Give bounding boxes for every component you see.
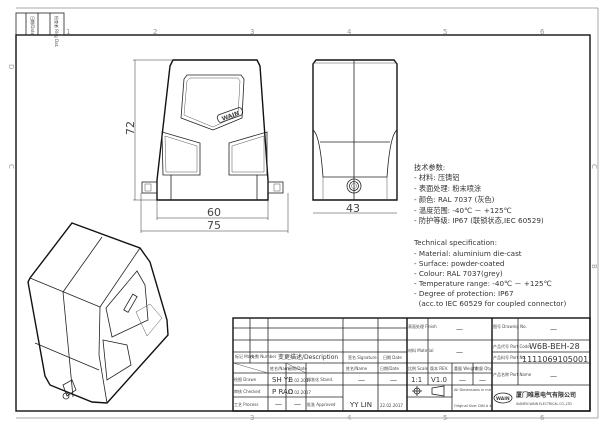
company-logo: WAIN [493,392,513,404]
title-block-drawing-no: 图号 Drawing No. [493,323,527,329]
title-block-finish-val: — [456,325,463,333]
title-block-date-hdr2: 日期/Date [380,365,399,371]
ruler-cols-5: 6 [540,28,545,36]
spec-cn: 技术参数: - 材料: 压铸铝 - 表面处理: 粉末喷涂 - 颜色: RAL 7… [414,163,544,225]
spec-en: Technical specification: - Material: alu… [413,238,566,308]
title-block-part-code: 产品代号 Part Code [493,343,530,349]
revision-stamp: 日期/Date 检查者 Rlsg Dat. [15,12,65,47]
title-block-name-hdr: 姓名/Name [270,365,292,371]
title-block-logo: WAIN [496,396,510,402]
spec-cn-items-1: - 表面处理: 粉末喷涂 [414,184,481,193]
title-block-checked-date: 22.02.2017 [288,390,311,395]
isometric-view [27,222,169,404]
drawn-name: SH YE [272,376,293,384]
ruler-rows-right-1: B [590,264,598,269]
revision-value: V1.0 [431,376,447,384]
title-block-part-no: 产品料号 Part No. [493,354,526,360]
title-block-finish: 表面处理 Finish [408,323,437,329]
title-block-process-date: — [294,400,301,408]
ruler: 1 2 3 4 5 6 3 4 5 6 D C C B [7,28,598,422]
dim-outer-width: 75 [207,219,221,232]
title-block-date-hdr: 日期/Date [288,365,307,371]
title-block-mark: 标记 Mark [235,353,255,359]
title-block-description: 变更描述/Description [278,353,338,361]
ruler-rows-left-1: C [7,164,15,169]
ruler-cols-4: 5 [443,414,447,422]
title-block-process-name: — [275,400,282,408]
title-block-qty-val: — [479,376,486,384]
ruler-rows-right-0: C [590,164,598,169]
spec-en-items-1: - Surface: powder-coated [414,259,504,268]
title-block-drawn-date: 22.02.2017 [288,378,311,383]
title-block-part-name: 产品名称 Part Name [493,371,532,377]
spec-cn-items-3: - 温度范围: -40℃ － +125℃ [414,206,512,215]
title-block-date: 日期 Date [383,354,402,360]
title-block: 标记 Mark 处数 Number 变更描述/Description 签名 Si… [232,317,591,412]
spec-en-items-5: (acc.to IEC 60529 for coupled connector) [414,299,566,308]
ruler-cols-3: 4 [347,28,352,36]
title-block-name-hdr2: 姓名/Name [346,365,368,371]
title-block-drawn: 绘图 Drawn [234,376,257,382]
spec-en-items-2: - Colour: RAL 7037(grey) [414,269,503,278]
front-view: WAIN 72 60 75 [124,59,289,233]
ruler-cols-3: 4 [347,414,352,422]
part-number-value: 1111069105001 [522,355,588,364]
title-block-stand-name: — [358,376,365,384]
spec-en-items-0: - Material: aluminium die-cast [414,249,522,258]
projection-symbol-icon [412,385,445,397]
scale-value: 1:1 [411,376,422,384]
ruler-cols-2: 3 [250,414,254,422]
dim-depth: 43 [346,202,360,215]
approved-name: YY LIN [349,401,372,409]
title-block-qty: 数量 Qty. [475,365,492,371]
title-block-approved-date: 22.02.2017 [380,403,403,408]
part-code-value: W6B-BEH-28 [529,342,580,351]
dim-height: 72 [124,121,137,135]
title-block-weight: 重量 Weight [454,365,478,371]
title-block-approved: 批准 Approved [307,401,336,407]
stamp-reg: 检查者 Rlsg Dat. [54,16,60,47]
side-view: 43 [312,59,398,215]
title-block-checked: 审核 Checked [234,388,261,394]
title-block-material-val: — [456,348,463,356]
spec-en-items-4: - Degree of protection: IP67 [414,289,514,298]
title-block-rev: 版本 REV. [430,365,448,371]
title-block-part-name-val: — [550,372,557,380]
ruler-cols-1: 2 [153,28,157,36]
spec-cn-items-2: - 颜色: RAL 7037 (灰色) [414,195,495,204]
title-block-scale: 比例 Scale [408,365,429,371]
ruler-cols-5: 6 [540,414,545,422]
title-block-material: 材料 Material [408,347,434,353]
title-block-stand: 标准化 Stand. [307,376,333,382]
ruler-cols-0: 1 [66,28,70,36]
checked-name: P RAO [272,388,294,396]
spec-en-items-3: - Temperature range: -40℃ － +125℃ [414,279,552,288]
spec-en-title: Technical specification: [413,238,497,247]
title-block-drawing-no-val: — [550,325,557,333]
title-block-dims-note: All Dimensions in mm [454,388,493,392]
title-block-stand-date: — [390,376,397,384]
title-block-process: 工艺 Process [234,402,258,407]
spec-cn-items-0: - 材料: 压铸铝 [414,173,460,182]
ruler-rows-left-0: D [7,64,15,69]
company-name-cn: 厦门唯恩电气有限公司 [516,391,576,399]
company-name-en: XIAMEN WAIN ELECTRICAL CO.,LTD [516,402,572,406]
title-block-weight-val: — [459,376,466,384]
title-block-number: 处数 Number [251,353,277,359]
wain-badge: WAIN [221,110,241,123]
ruler-cols-2: 3 [250,28,254,36]
spec-cn-items-4: - 防护等级: IP67 (联锁状态,IEC 60529) [414,216,544,225]
spec-cn-title: 技术参数: [414,163,445,172]
title-block-size-note: Original Size: DIN A 4 [454,404,492,408]
title-block-signature: 签名 Signature [348,354,377,360]
dim-inner-width: 60 [207,206,221,219]
ruler-cols-4: 5 [443,28,447,36]
stamp-date: 日期/Date [30,16,36,35]
